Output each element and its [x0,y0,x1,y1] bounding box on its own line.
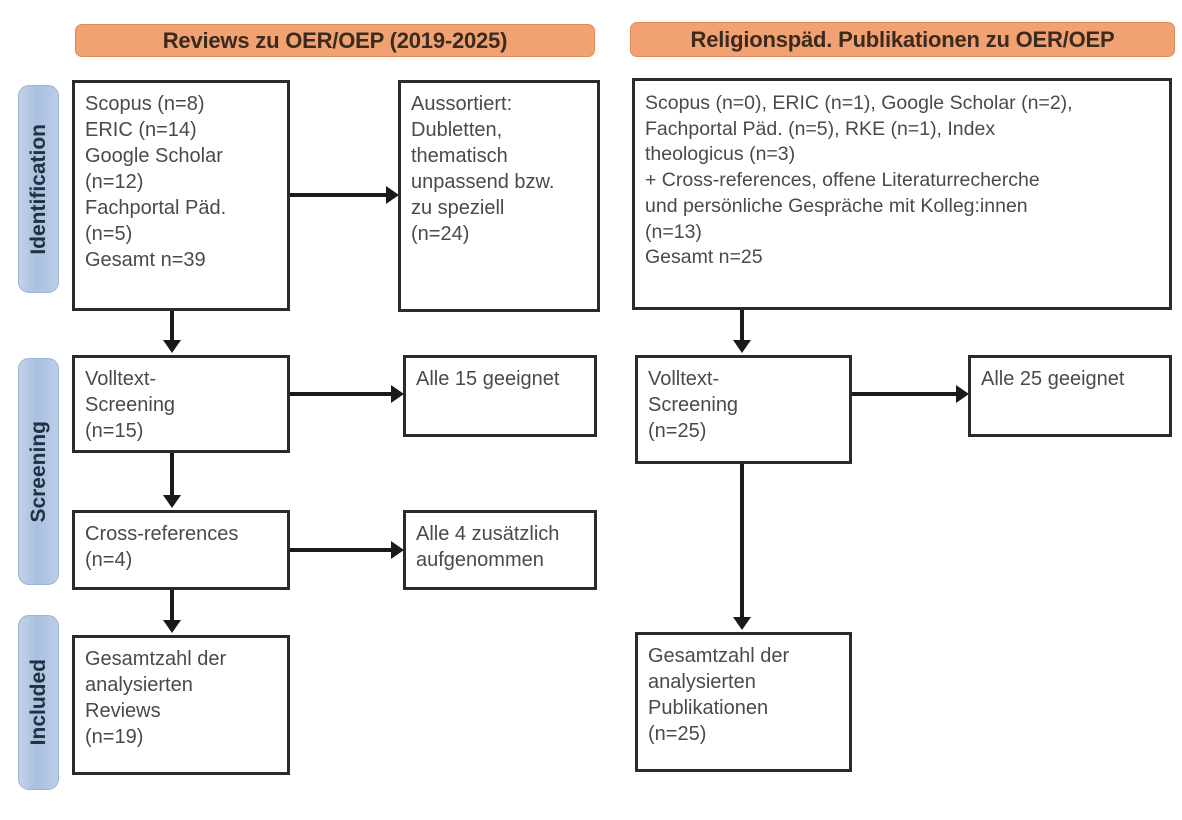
box-fulltext-screening-left: Volltext- Screening (n=15) [72,355,290,453]
box-identification-right: Scopus (n=0), ERIC (n=1), Google Scholar… [632,78,1172,310]
connector-identification-to-screening-left [170,311,174,342]
arrowhead-identification-to-excluded [386,186,399,204]
box-crossreferences-left: Cross-references (n=4) [72,510,290,590]
column-header-publications: Religionspäd. Publikationen zu OER/OEP [630,22,1175,57]
stage-label-screening: Screening [26,420,50,523]
arrowhead-screening-to-included-right [733,617,751,630]
stage-label-identification: Identification [26,123,50,255]
connector-screening-to-result-right [852,392,956,396]
box-crossreferences-result-left: Alle 4 zusätzlich aufgenommen [403,510,597,590]
arrowhead-crossrefs-to-included-left [163,620,181,633]
arrowhead-screening-to-crossrefs-left [163,495,181,508]
column-header-reviews: Reviews zu OER/OEP (2019-2025) [75,24,595,57]
arrowhead-screening-to-result-right [956,385,969,403]
arrowhead-identification-to-screening-right [733,340,751,353]
box-included-right: Gesamtzahl der analysierten Publikatione… [635,632,852,772]
stage-pill-screening: Screening [18,358,59,585]
stage-pill-identification: Identification [18,85,59,293]
arrowhead-identification-to-screening-left [163,340,181,353]
connector-screening-to-included-right [740,464,744,619]
connector-identification-to-screening-right [740,310,744,342]
arrowhead-crossrefs-to-result-left [391,541,404,559]
box-included-left: Gesamtzahl der analysierten Reviews (n=1… [72,635,290,775]
box-fulltext-screening-right: Volltext- Screening (n=25) [635,355,852,464]
connector-screening-to-crossrefs-left [170,453,174,497]
connector-crossrefs-to-included-left [170,590,174,622]
box-screening-result-left: Alle 15 geeignet [403,355,597,437]
connector-crossrefs-to-result-left [290,548,391,552]
connector-screening-to-result-left [290,392,391,396]
stage-pill-included: Included [18,615,59,790]
box-screening-result-right: Alle 25 geeignet [968,355,1172,437]
arrowhead-screening-to-result-left [391,385,404,403]
box-excluded-left: Aussortiert: Dubletten, thematisch unpas… [398,80,600,312]
stage-label-included: Included [26,659,50,746]
connector-identification-to-excluded [290,193,386,197]
box-identification-left: Scopus (n=8) ERIC (n=14) Google Scholar … [72,80,290,311]
